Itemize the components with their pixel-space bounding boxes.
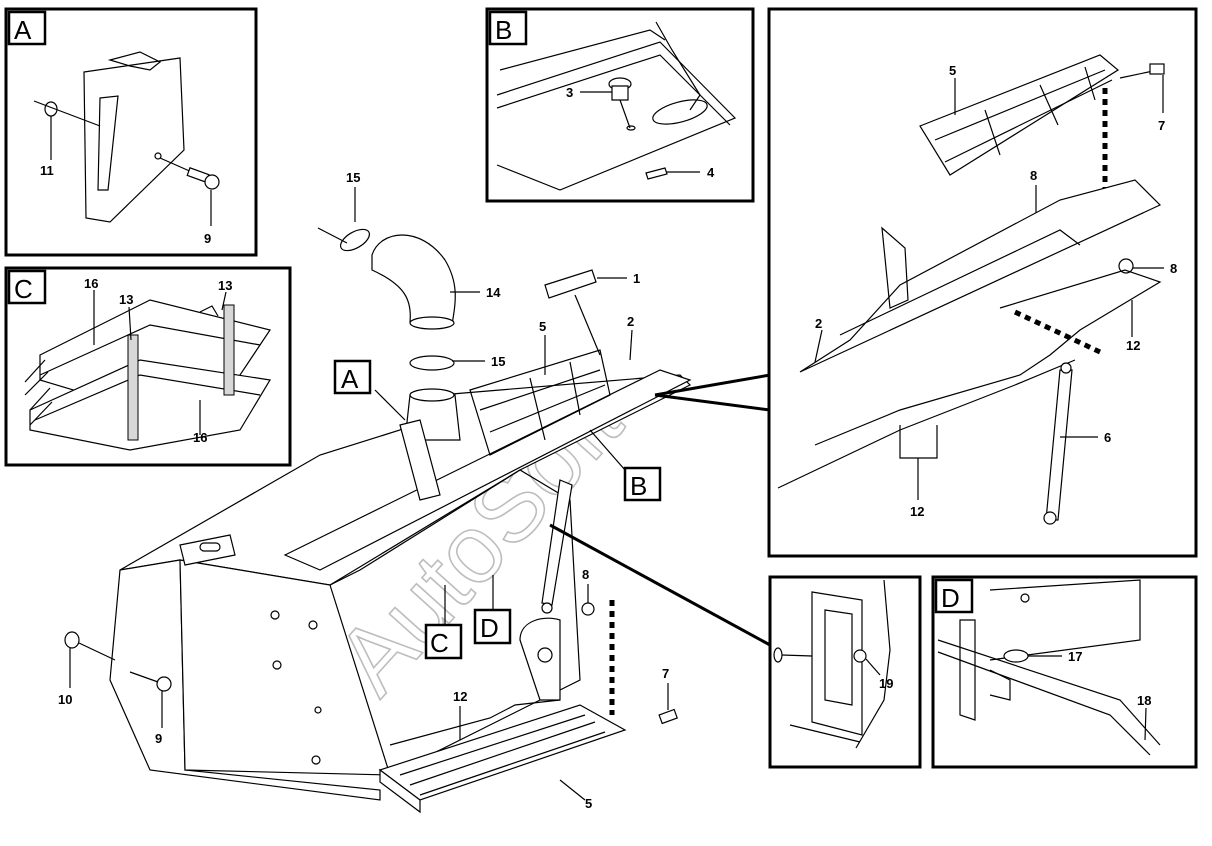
callout-12-right-top: 12 [1126, 338, 1140, 353]
callout-8: 8 [582, 567, 589, 582]
washer-icon [64, 631, 80, 649]
callout-16-bottom: 16 [193, 430, 207, 445]
detail-a-tag: A [14, 15, 32, 45]
main-tag-d-box [473, 608, 512, 645]
callout-3: 3 [566, 85, 573, 100]
detail-d-tag-box [934, 578, 974, 614]
detail-b-tag: B [495, 15, 512, 45]
plate-hook [107, 51, 162, 71]
mount-plate [811, 591, 863, 736]
callout-17: 17 [1068, 649, 1082, 664]
callout-12-right-bottom: 12 [910, 504, 924, 519]
callout-13-left: 13 [119, 292, 133, 307]
callout-5-top: 5 [539, 319, 546, 334]
elbow-pipe [371, 234, 456, 326]
detail-b-panel: B 3 4 [485, 7, 755, 203]
strap [127, 334, 139, 441]
bolt-icon [658, 708, 678, 725]
detail-d-tag: D [941, 583, 960, 613]
nut-icon [853, 649, 867, 663]
detail-d-panel: D 17 18 [931, 575, 1198, 769]
upper-step [283, 369, 692, 571]
callout-7-right: 7 [1158, 118, 1165, 133]
pin-icon [645, 167, 668, 180]
clamp-icon [339, 228, 371, 252]
detail-b-frame [485, 7, 755, 203]
detail-right-panel: 5 7 8 2 8 12 12 6 [767, 7, 1198, 558]
detail-c-panel: C 16 13 13 16 [4, 266, 292, 467]
callout-8-lower: 8 [1170, 261, 1177, 276]
callout-1: 1 [633, 271, 640, 286]
callout-6: 6 [1104, 430, 1111, 445]
callout-15-top: 15 [346, 170, 360, 185]
callout-7: 7 [662, 666, 669, 681]
bolt-icon [773, 647, 783, 663]
main-tag-c: C [430, 628, 449, 658]
washer-icon [1003, 649, 1029, 663]
opening [652, 99, 708, 125]
detail-c-frame [4, 266, 292, 467]
main-tag-a-box [333, 359, 372, 395]
callout-13-right: 13 [218, 278, 232, 293]
bolt-icon [1149, 63, 1165, 75]
detail-19-frame [768, 575, 922, 769]
detail-a-frame [4, 7, 258, 257]
gas-strut [1045, 369, 1073, 521]
callout-11: 11 [40, 163, 54, 178]
detail-right-frame [767, 7, 1198, 558]
detail-a-tag-box [7, 10, 47, 46]
detail-19-panel: 19 [768, 575, 922, 769]
callout-10: 10 [58, 692, 72, 707]
plate-hole [154, 152, 162, 160]
callout-4: 4 [707, 165, 715, 180]
nut-icon [1118, 258, 1134, 274]
detail-d-frame [931, 575, 1198, 769]
main-tag-d: D [480, 613, 499, 643]
callout-2-right: 2 [815, 316, 822, 331]
callout-12: 12 [453, 689, 467, 704]
gas-strut [541, 479, 573, 606]
detail-a-panel: A 11 9 [4, 7, 258, 257]
callout-19: 19 [879, 676, 893, 691]
detail-c-tag: C [14, 274, 33, 304]
callout-14: 14 [486, 285, 501, 300]
callout-18: 18 [1137, 693, 1151, 708]
callout-9: 9 [155, 731, 162, 746]
main-tag-b-box [623, 466, 662, 502]
callout-2: 2 [627, 314, 634, 329]
main-assembly: 15 14 15 1 5 2 [58, 170, 771, 814]
callout-16-top: 16 [84, 276, 98, 291]
frame-rail [799, 179, 1162, 373]
callout-8-upper: 8 [1030, 168, 1037, 183]
main-tag-a: A [341, 364, 359, 394]
callout-5-right: 5 [949, 63, 956, 78]
nut-icon [581, 602, 595, 616]
cap [544, 269, 597, 299]
callout-9-detail-a: 9 [204, 231, 211, 246]
bolt-icon [156, 676, 172, 692]
clamp-icon [409, 355, 455, 371]
step-profile-lower [29, 359, 271, 451]
main-tag-c-box [424, 623, 463, 660]
callout-15-lower: 15 [491, 354, 505, 369]
strap [223, 304, 235, 396]
main-tag-b: B [630, 471, 647, 501]
plate-slot [97, 95, 119, 191]
detail-c-tag-box [7, 269, 47, 305]
detail-b-tag-box [488, 10, 528, 46]
callout-5-bottom: 5 [585, 796, 592, 811]
